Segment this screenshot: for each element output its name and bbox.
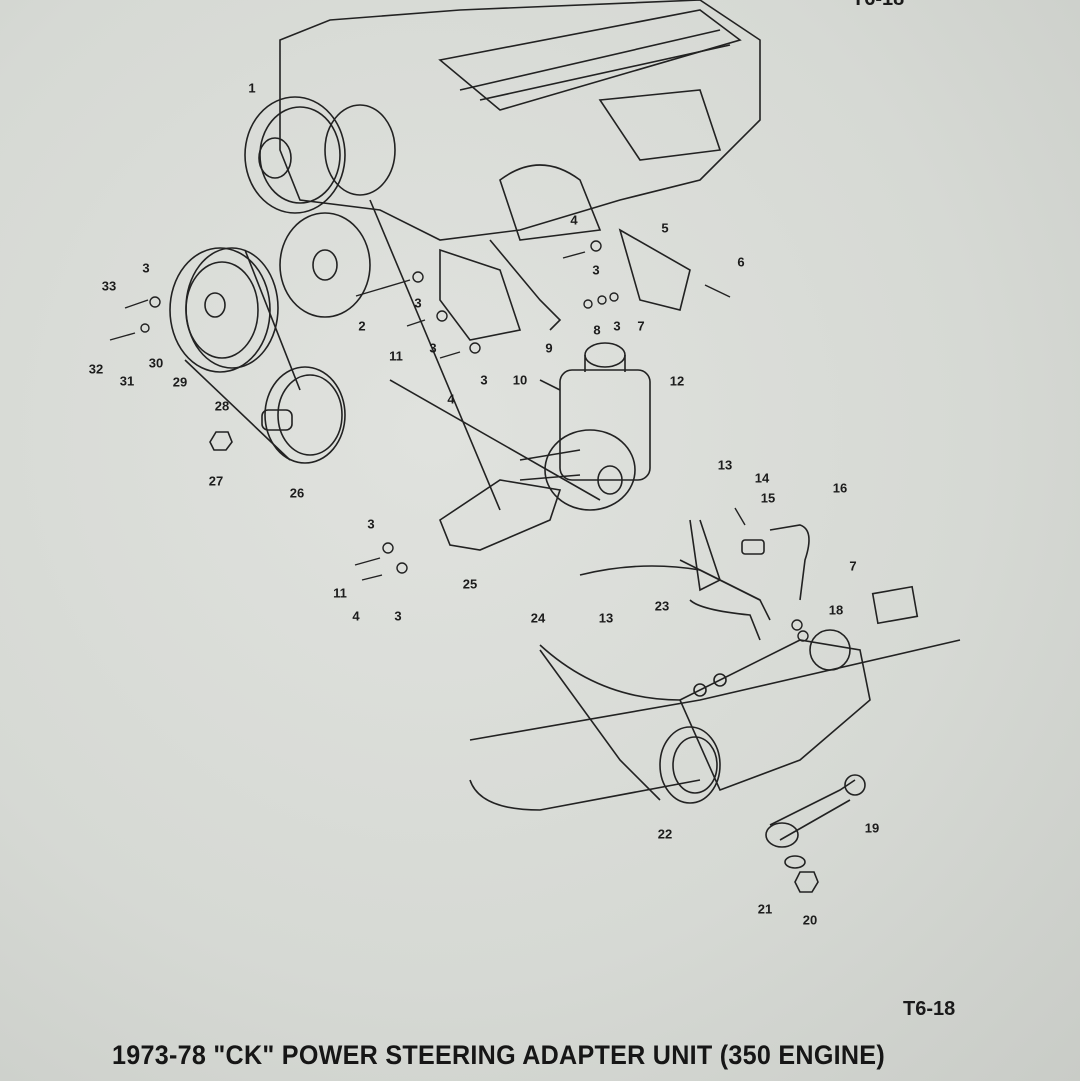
callout-19: 19	[864, 820, 880, 836]
callout-32: 32	[88, 361, 104, 377]
callout-3: 3	[142, 260, 150, 276]
callout-8: 8	[593, 322, 601, 338]
callout-3: 3	[592, 262, 600, 278]
callout-10: 10	[512, 372, 528, 388]
callout-26: 26	[289, 485, 305, 501]
callout-3: 3	[613, 318, 621, 334]
callout-9: 9	[545, 340, 553, 356]
callout-4: 4	[570, 212, 578, 228]
callout-11: 11	[389, 348, 403, 364]
figure-number-bottom: T6-18	[903, 998, 956, 1020]
callout-25: 25	[462, 576, 478, 592]
callout-3: 3	[429, 340, 437, 356]
callout-4: 4	[447, 391, 455, 407]
callout-22: 22	[657, 826, 673, 842]
callout-30: 30	[148, 355, 164, 371]
callout-3: 3	[480, 372, 488, 388]
callout-2: 2	[358, 318, 366, 334]
callout-7: 7	[637, 318, 645, 334]
callout-3: 3	[414, 295, 422, 311]
callout-3: 3	[394, 608, 402, 624]
callout-15: 15	[760, 490, 776, 506]
callout-21: 21	[757, 901, 773, 917]
callout-3: 3	[367, 516, 375, 532]
callout-28: 28	[214, 398, 230, 414]
callout-14: 14	[754, 470, 770, 486]
callout-18: 18	[828, 602, 844, 618]
callout-1: 1	[248, 80, 256, 96]
callout-29: 29	[172, 374, 188, 390]
callout-27: 27	[208, 473, 224, 489]
callout-23: 23	[654, 598, 670, 614]
callout-13: 13	[598, 610, 614, 626]
callout-5: 5	[661, 220, 669, 236]
callout-6: 6	[737, 254, 745, 270]
callout-33: 33	[101, 278, 117, 294]
diagram-title: 1973-78 "CK" POWER STEERING ADAPTER UNIT…	[112, 1040, 885, 1070]
callout-16: 16	[832, 480, 848, 496]
callout-7: 7	[849, 558, 857, 574]
figure-number-top: T6-18	[852, 0, 904, 11]
callout-4: 4	[352, 608, 360, 624]
callout-13: 13	[717, 457, 733, 473]
callout-20: 20	[802, 912, 818, 928]
callout-11: 11	[333, 585, 347, 601]
callout-24: 24	[530, 610, 546, 626]
callout-12: 12	[669, 373, 685, 389]
callout-31: 31	[119, 373, 135, 389]
